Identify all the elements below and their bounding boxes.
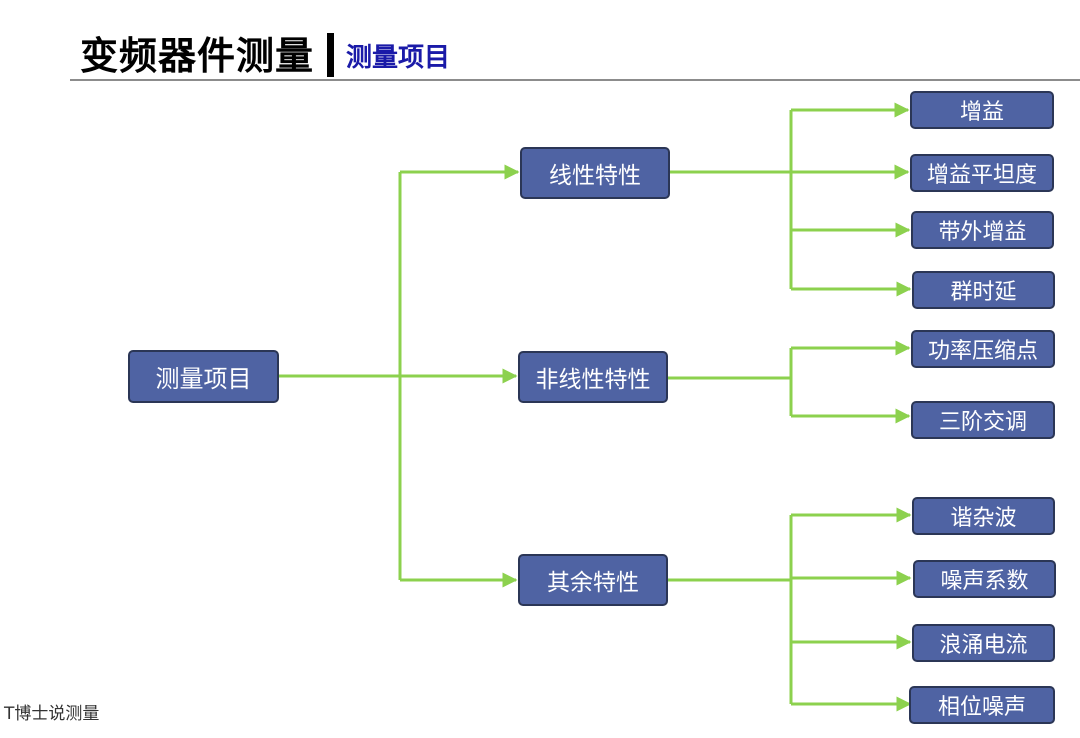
leaf-compression-point: 功率压缩点: [911, 330, 1055, 368]
leaf-group-delay: 群时延: [912, 271, 1055, 309]
title-underline: [70, 79, 1080, 81]
leaf-spurious: 谐杂波: [912, 497, 1055, 535]
node-linear: 线性特性: [520, 147, 670, 199]
leaf-phase-noise: 相位噪声: [909, 686, 1055, 724]
watermark-text: T博士说测量: [4, 704, 100, 724]
leaf-gain: 增益: [910, 91, 1054, 129]
leaf-third-order-intermod: 三阶交调: [911, 401, 1055, 439]
leaf-out-of-band-gain: 带外增益: [911, 211, 1054, 249]
node-nonlinear: 非线性特性: [518, 351, 668, 403]
node-root: 测量项目: [128, 350, 279, 403]
title-separator-bar: [327, 33, 334, 77]
leaf-inrush-current: 浪涌电流: [912, 624, 1055, 662]
leaf-noise-figure: 噪声系数: [913, 560, 1056, 598]
page-title: 变频器件测量: [80, 34, 315, 78]
page-subtitle: 测量项目: [346, 43, 451, 73]
node-other: 其余特性: [518, 554, 668, 606]
leaf-gain-flatness: 增益平坦度: [910, 154, 1054, 192]
